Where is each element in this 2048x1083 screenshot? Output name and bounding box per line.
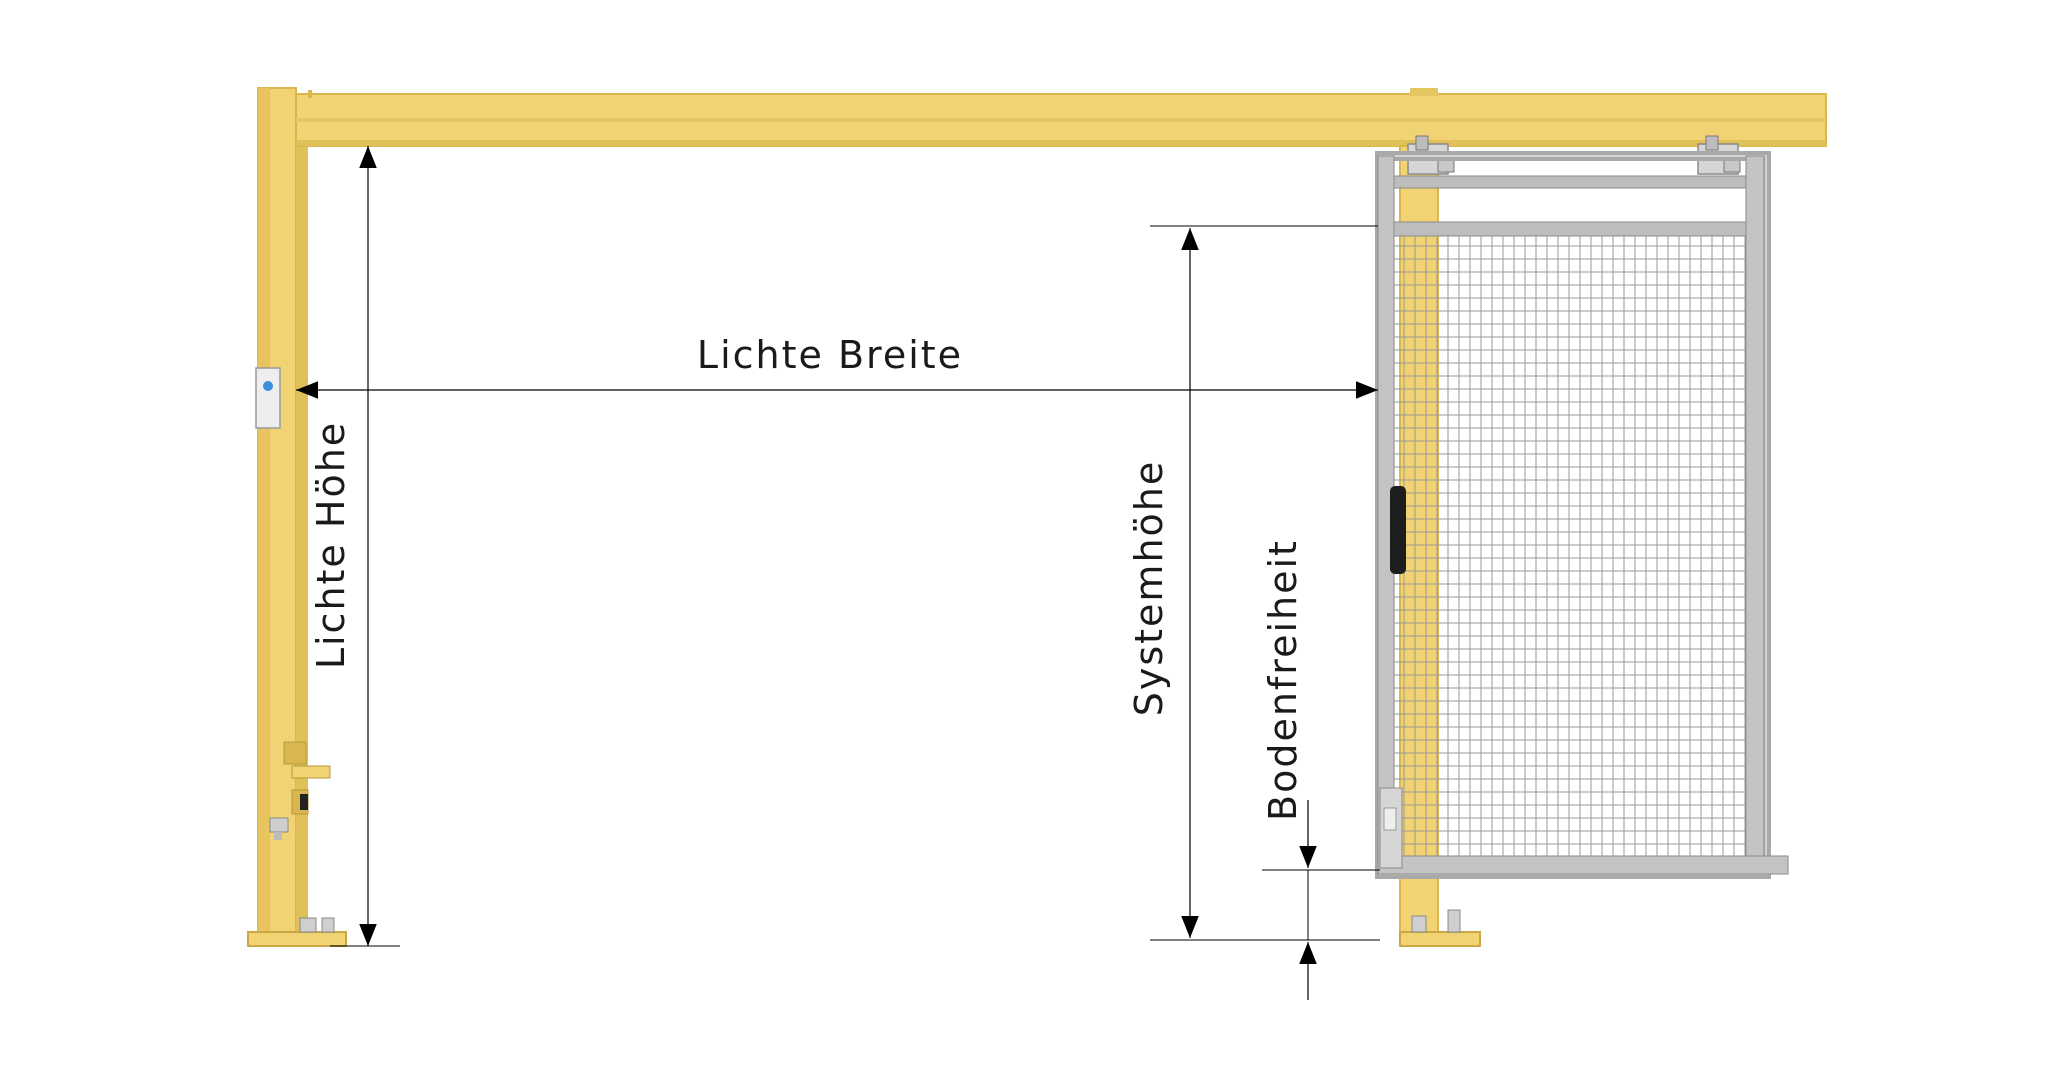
- door-handle-icon: [1390, 486, 1406, 574]
- sliding-door: [1375, 135, 1789, 879]
- latch-bracket: [269, 741, 331, 840]
- dimension-system-height: Systemhöhe: [1127, 225, 1380, 941]
- ground-clearance-label: Bodenfreiheit: [1261, 539, 1305, 821]
- door-mesh: [1394, 236, 1746, 856]
- dimension-clear-width: Lichte Breite: [296, 333, 1378, 399]
- right-post: [1399, 145, 1481, 947]
- left-post: [247, 87, 347, 947]
- left-base-plate: [247, 931, 347, 947]
- top-beam: [295, 88, 1827, 147]
- system-height-label: Systemhöhe: [1127, 460, 1171, 717]
- dimension-clear-height: Lichte Höhe: [309, 146, 400, 947]
- door-lock-plate: [1379, 787, 1403, 869]
- lock-icon: [255, 367, 281, 429]
- dimension-ground-clearance: Bodenfreiheit: [1261, 539, 1380, 1000]
- clear-height-label: Lichte Höhe: [309, 421, 353, 669]
- clear-width-label: Lichte Breite: [697, 333, 963, 377]
- right-base-plate: [1399, 931, 1481, 947]
